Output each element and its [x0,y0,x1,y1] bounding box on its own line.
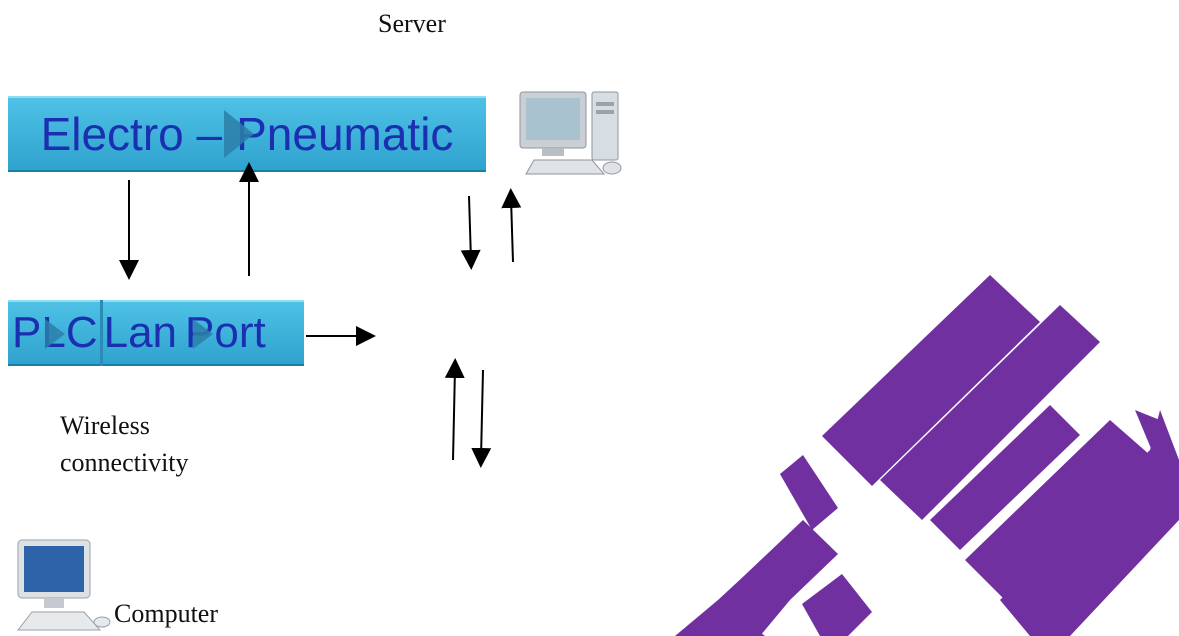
wireless-line2: connectivity [60,447,189,477]
electro-chevron-icon [224,110,254,158]
electro-text: Electro – [40,108,223,160]
pneumatic-text: Pneumatic [236,108,454,160]
plc-divider [100,300,103,366]
computer-label: Computer [114,599,218,628]
arrow-server-up [501,188,522,263]
wireless-connectivity-label: Wireless connectivity [60,410,189,479]
client-computer-icon [16,539,111,631]
arrow-wireless-up [444,358,465,461]
lan-chevron-icon [193,319,213,349]
server-computer-icon [519,91,622,175]
wireless-line1: Wireless [60,411,150,440]
server-label: Server [378,9,446,38]
lan-text: Lan [103,308,178,357]
arrow-server-down [460,195,481,270]
plc-chevron-icon [45,319,65,349]
arrow-wireless-down [471,369,492,468]
